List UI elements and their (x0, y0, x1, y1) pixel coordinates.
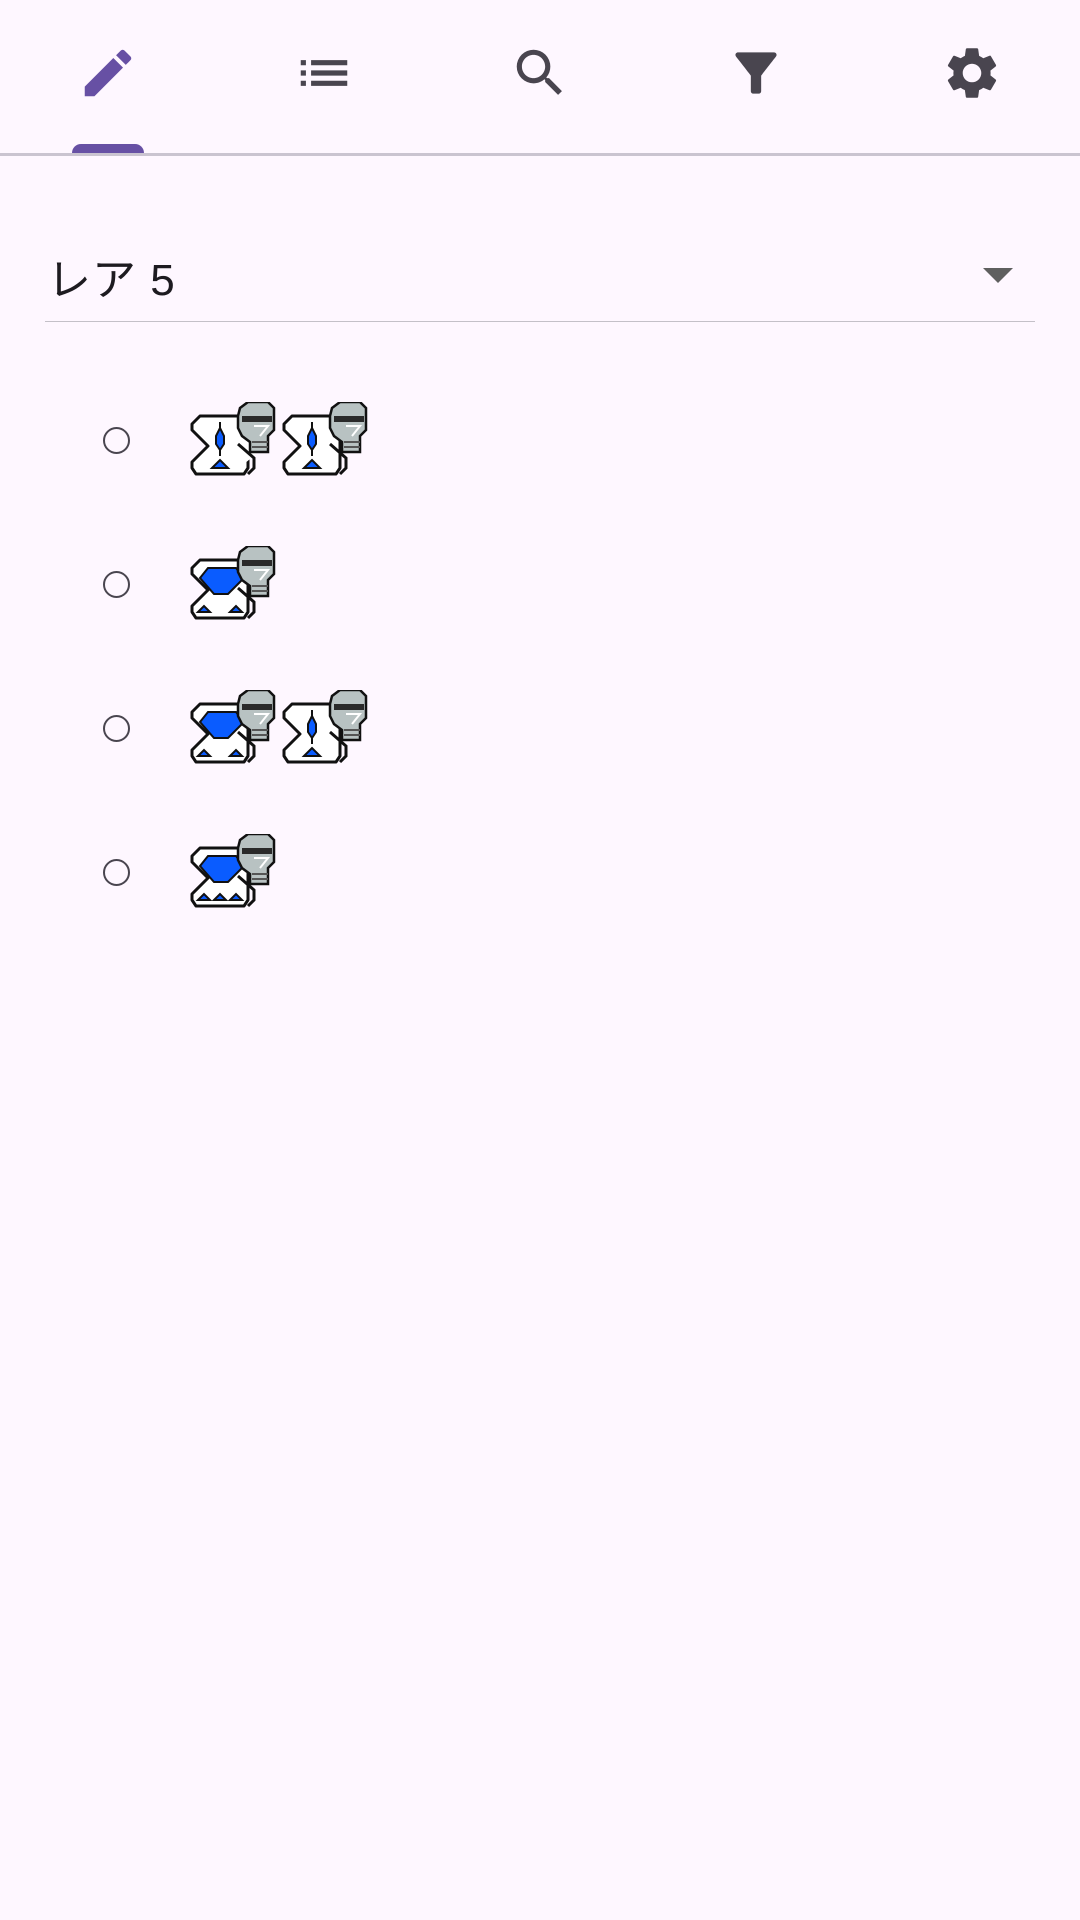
list-icon (300, 59, 348, 86)
slot-option-list (0, 368, 1080, 944)
active-tab-indicator (72, 144, 144, 153)
tab-filter[interactable] (648, 0, 864, 153)
rarity-dropdown[interactable]: レア 5 (45, 232, 1035, 322)
radio-button[interactable] (103, 715, 130, 742)
tab-search[interactable] (432, 0, 648, 153)
tab-edit[interactable] (0, 0, 216, 153)
pencil-icon (84, 49, 132, 96)
decoration-group (188, 834, 276, 910)
decoration-jewel-small-icon (188, 402, 276, 478)
decoration-jewel-small-icon (280, 690, 368, 766)
tab-bar (0, 0, 1080, 156)
search-icon (516, 49, 562, 95)
gear-icon (947, 47, 997, 98)
slot-option-1[interactable] (0, 368, 1080, 512)
radio-button[interactable] (103, 427, 130, 454)
decoration-jewel-medium-icon (188, 546, 276, 622)
tab-list[interactable] (216, 0, 432, 153)
dropdown-selected-value: レア 5 (47, 256, 176, 305)
slot-option-2[interactable] (0, 512, 1080, 656)
decoration-jewel-large-icon (188, 834, 276, 910)
decoration-jewel-medium-icon (188, 690, 276, 766)
decoration-group (188, 546, 276, 622)
arrow-drop-down-icon (983, 268, 1013, 283)
tab-settings[interactable] (864, 0, 1080, 153)
decoration-group (188, 402, 368, 478)
radio-button[interactable] (103, 859, 130, 886)
decoration-group (188, 690, 368, 766)
slot-option-4[interactable] (0, 800, 1080, 944)
radio-button[interactable] (103, 571, 130, 598)
filter-icon (735, 51, 777, 94)
slot-option-3[interactable] (0, 656, 1080, 800)
decoration-jewel-small-icon (280, 402, 368, 478)
tab-bar-divider (0, 153, 1080, 156)
